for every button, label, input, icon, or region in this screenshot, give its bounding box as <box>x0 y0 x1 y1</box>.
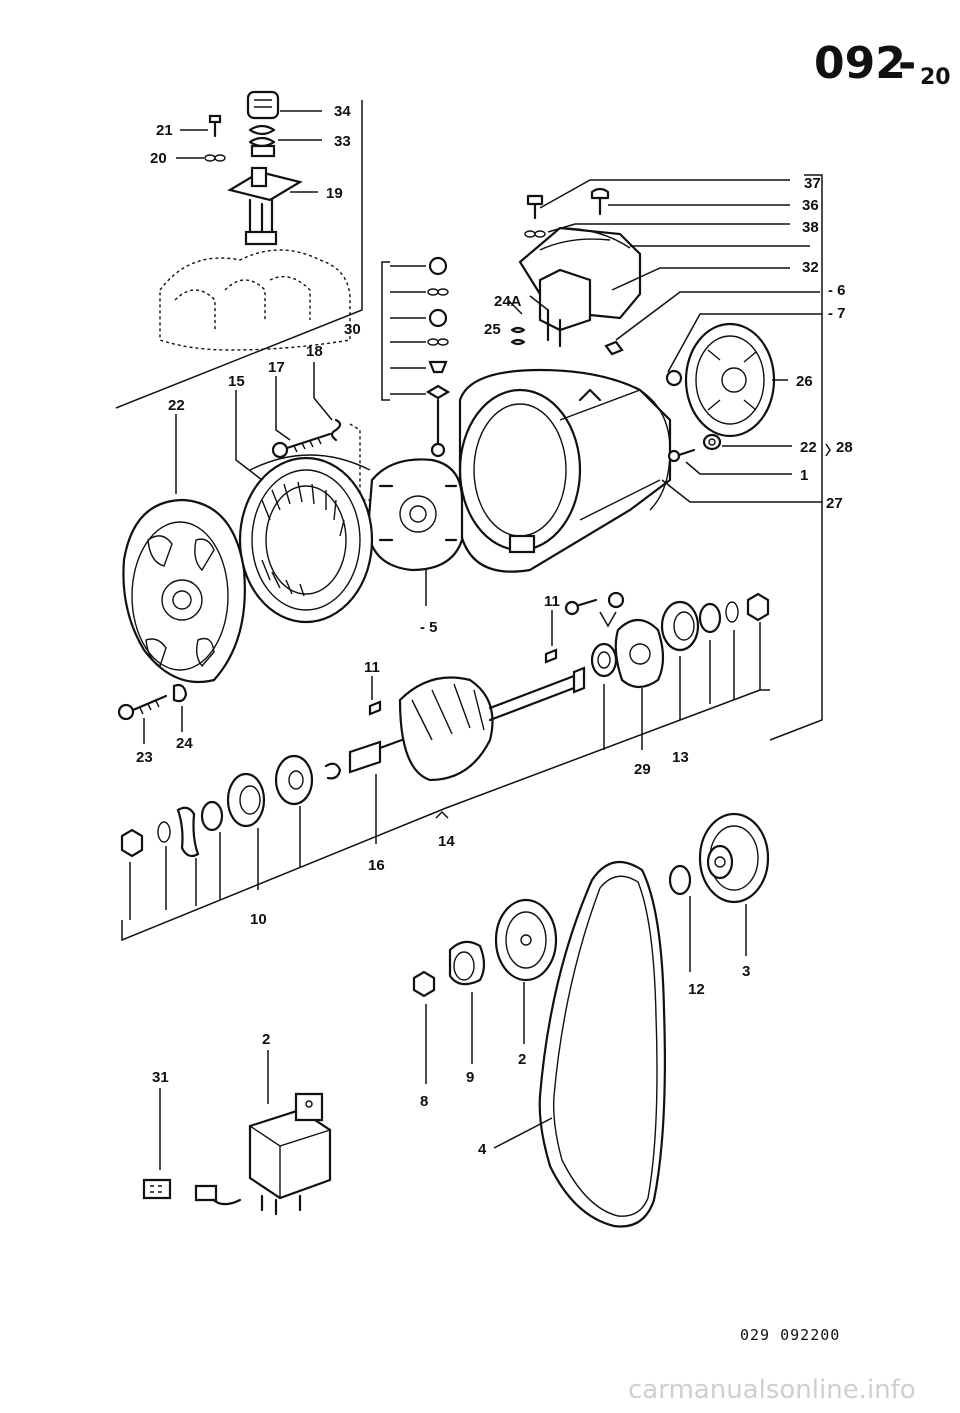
callout-27: 1 <box>800 467 808 484</box>
bearing-plate-29 <box>564 591 665 689</box>
callout-12: 10 <box>250 911 267 928</box>
callout-38: 38 <box>802 219 819 236</box>
callout-1: 28 <box>836 439 853 456</box>
callout-2-small: 2 <box>518 1051 526 1068</box>
callout-29: 29 <box>634 761 651 778</box>
page-subtitle: 20 <box>920 65 951 90</box>
drawing-code: 029 092200 <box>740 1326 840 1344</box>
callout-15: 15 <box>228 373 245 390</box>
callout-6: - 6 <box>828 282 846 299</box>
watermark: carmanualsonline.info <box>628 1375 916 1405</box>
callout-34: 34 <box>334 103 351 120</box>
callout-10: 16 <box>368 857 385 874</box>
callout-5: 27 <box>826 495 843 512</box>
callout-18: 18 <box>306 343 323 360</box>
end-shield-26 <box>665 322 776 438</box>
callout-31: 2 <box>262 1031 270 1048</box>
screw-17 <box>271 432 332 459</box>
callout-11-rotor: 11 <box>364 659 380 676</box>
callout-16: - 5 <box>420 619 438 636</box>
diode-plate-16 <box>366 458 464 572</box>
spacer-9-nut-8 <box>412 940 486 998</box>
callout-26: 26 <box>796 373 813 390</box>
pulley-2-large <box>698 812 770 904</box>
cap-34-shape <box>246 90 280 120</box>
terminal-hardware-stack <box>381 256 451 458</box>
callout-11-shaft: 11 <box>544 593 560 610</box>
callout-37: 37 <box>804 175 821 192</box>
callout-22: 22 <box>168 397 185 414</box>
callout-21: 21 <box>156 122 173 139</box>
bearing-13 <box>660 592 770 652</box>
bearing-group-12 <box>120 754 342 858</box>
pulley-2-small <box>494 898 558 982</box>
switch-assembly <box>159 90 351 351</box>
page-title-dash: - <box>898 38 916 89</box>
callout-30: 30 <box>344 321 361 338</box>
end-shield-22 <box>122 498 246 684</box>
regulator-relay-31 <box>194 1092 332 1216</box>
callout-28: 22 <box>800 439 817 456</box>
callout-13: 13 <box>672 749 689 766</box>
callout-25: 25 <box>484 321 501 338</box>
group-bracket <box>769 174 823 741</box>
callout-24a: 24A <box>494 293 522 310</box>
spring-18 <box>330 418 342 442</box>
callout-36: 36 <box>802 197 819 214</box>
callout-3: 12 <box>688 981 705 998</box>
rotor-10 <box>348 666 586 782</box>
callout-8: 8 <box>420 1093 428 1110</box>
callout-33: 33 <box>334 133 351 150</box>
callout-7: - 7 <box>828 305 846 322</box>
housing <box>458 368 672 573</box>
callout-4: 4 <box>478 1141 487 1158</box>
group-boundary-line <box>115 100 363 409</box>
callout-17: 17 <box>268 359 285 376</box>
callout-14: 14 <box>438 833 455 850</box>
screw-27-28 <box>667 433 722 463</box>
stator-15 <box>238 454 374 624</box>
page-title: 092 <box>814 38 906 89</box>
callout-2-large: 3 <box>742 963 750 980</box>
callout-35: 31 <box>152 1069 169 1086</box>
brush-holder-assembly <box>510 187 642 356</box>
callout-9: 9 <box>466 1069 474 1086</box>
callout-32: 32 <box>802 259 819 276</box>
screw-23 <box>117 683 188 721</box>
callout-23: 23 <box>136 749 153 766</box>
v-belt-4 <box>538 860 666 1228</box>
callout-20: 20 <box>150 150 167 167</box>
callout-19: 19 <box>326 185 343 202</box>
key-11 <box>544 648 558 664</box>
bracket-12 <box>121 807 447 942</box>
washer-3 <box>668 864 692 896</box>
callout-24: 24 <box>176 735 193 752</box>
connector-35 <box>142 1178 172 1200</box>
